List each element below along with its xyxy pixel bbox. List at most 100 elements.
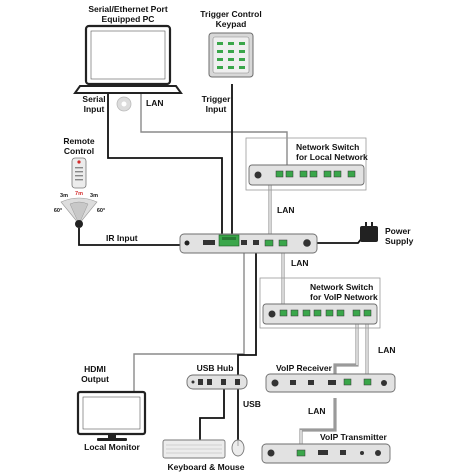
- main-unit-power-jack: [303, 239, 311, 247]
- trigger-input-label-line2: Input: [206, 104, 227, 114]
- voip-transmitter-led: [360, 451, 364, 455]
- local-switch-ports: [275, 170, 356, 178]
- hdmi-label-line2: Output: [81, 374, 109, 384]
- serial-input-label-line1: Serial: [82, 94, 105, 104]
- main-unit-serial-port: [203, 240, 215, 245]
- usb-hub-led: [191, 380, 195, 384]
- power-adapter-prong: [365, 222, 367, 227]
- keypad-button: [217, 50, 223, 53]
- remote-label-line1: Remote: [63, 136, 94, 146]
- voip-switch-power-jack: [268, 310, 276, 318]
- power-adapter-icon: [360, 222, 378, 242]
- main-unit-body: [179, 233, 318, 254]
- usb-cable-keyboard: [199, 389, 225, 440]
- keypad-button: [217, 58, 223, 61]
- keypad-button: [228, 66, 234, 69]
- laptop-base: [73, 85, 183, 94]
- local-switch-frame: [245, 137, 367, 191]
- local-switch-port: [323, 170, 332, 178]
- ir-reception-fan: [60, 197, 98, 228]
- keypad-label-line1: Trigger Control: [200, 9, 261, 19]
- monitor-stand: [97, 438, 127, 441]
- pc-lan-cable: [140, 84, 288, 176]
- power-label-line1: Power: [385, 226, 411, 236]
- voip-receiver: [265, 373, 396, 393]
- power-label-line2: Supply: [385, 236, 414, 246]
- main-unit-terminal-block: [218, 234, 240, 247]
- voip-transmitter: [261, 443, 391, 464]
- main-unit-lan-port-voip: [278, 239, 288, 247]
- voip-switch-port: [279, 309, 288, 317]
- monitor-screen: [82, 396, 141, 430]
- serial-cable: [107, 84, 223, 238]
- monitor-neck: [108, 434, 116, 438]
- keypad-button: [239, 66, 245, 69]
- ir-angle-left: 60°: [54, 208, 62, 214]
- usb-hub-port: [235, 379, 240, 385]
- voip-receiver-port: [328, 380, 336, 385]
- usb-hub-port: [207, 379, 212, 385]
- remote-button-row: [75, 179, 83, 181]
- voip-transmitter-port: [318, 450, 328, 455]
- voip-switch-ports: [279, 309, 372, 317]
- voip-switch-port: [302, 309, 311, 317]
- receiver-lan-label: LAN: [378, 345, 395, 355]
- ir-range-left: 3m: [60, 193, 68, 199]
- trigger-input-label-line1: Trigger: [202, 94, 232, 104]
- keypad-button: [217, 42, 223, 45]
- main-controller-unit: [179, 233, 318, 254]
- keypad-buttons: [217, 42, 245, 69]
- remote-power-button: [77, 160, 81, 164]
- remote-control: [71, 157, 87, 189]
- ir-range-right: 3m: [90, 193, 98, 199]
- voip-receiver-lan-port-b: [363, 378, 372, 386]
- voip-switch-frame: [259, 277, 381, 329]
- local-switch-label-line2: for Local Network: [296, 152, 368, 162]
- mouse: [231, 439, 245, 457]
- keypad-button: [239, 50, 245, 53]
- keypad-button: [239, 42, 245, 45]
- keypad-button: [228, 42, 234, 45]
- voip-lan-label: LAN: [291, 258, 308, 268]
- voip-receiver-lan-port-a: [343, 378, 352, 386]
- voip-switch-port: [352, 309, 361, 317]
- local-switch-port: [275, 170, 284, 178]
- voip-transmitter-knob: [375, 450, 381, 456]
- voip-switch-label-line1: Network Switch: [310, 282, 373, 292]
- power-cable: [312, 237, 363, 244]
- voip-receiver-power-jack: [271, 379, 279, 387]
- keypad-button: [217, 66, 223, 69]
- usb-label: USB: [243, 399, 261, 409]
- remote-button-row: [75, 167, 83, 169]
- voip-transmitter-lan-port: [296, 449, 306, 457]
- voip-switch-port: [313, 309, 322, 317]
- usb-hub-label: USB Hub: [197, 363, 234, 373]
- voip-switch-label-line2: for VoIP Network: [310, 292, 378, 302]
- main-unit-hdmi-port: [241, 240, 247, 245]
- remote-button-row: [75, 175, 83, 177]
- voip-receiver-knob: [381, 380, 387, 386]
- local-switch-label-line1: Network Switch: [296, 142, 359, 152]
- rs232-connector-pin: [121, 101, 127, 107]
- voip-transmitter-label: VoIP Transmitter: [320, 432, 387, 442]
- usb-hub-port: [198, 379, 203, 385]
- usb-hub-port: [221, 379, 226, 385]
- keyboard: [162, 439, 226, 459]
- local-monitor: [76, 390, 147, 441]
- local-switch-port: [285, 170, 294, 178]
- hdmi-label-line1: HDMI: [84, 364, 106, 374]
- ir-fan-inner: [69, 201, 89, 225]
- ir-sensor-eye: [75, 220, 83, 228]
- ir-input-label: IR Input: [106, 233, 138, 243]
- voip-switch-port: [290, 309, 299, 317]
- remote-body: [71, 157, 87, 189]
- main-unit-usb-port: [253, 240, 259, 245]
- local-switch-power-jack: [254, 171, 262, 179]
- local-switch-port: [299, 170, 308, 178]
- voip-receiver-port: [308, 380, 314, 385]
- local-switch-port: [333, 170, 342, 178]
- voip-switch-port: [325, 309, 334, 317]
- trigger-keypad: [208, 32, 254, 78]
- pc-label-line2: Equipped PC: [102, 14, 155, 24]
